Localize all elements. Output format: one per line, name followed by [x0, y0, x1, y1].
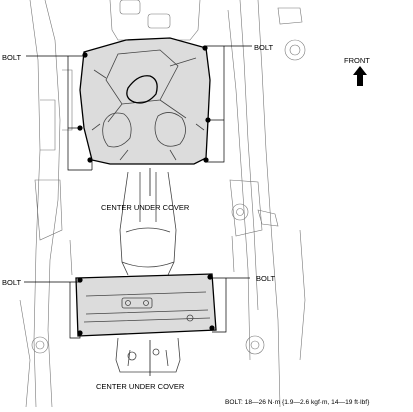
- bolt-marker: [203, 157, 209, 163]
- chassis-background: [19, 0, 306, 408]
- bolt-label-lower-left: BOLT: [2, 278, 21, 287]
- center-under-cover-label-upper: CENTER UNDER COVER: [101, 203, 190, 212]
- bolt-marker: [77, 277, 83, 283]
- rear-center-under-cover: [75, 273, 217, 337]
- front-label: FRONT: [344, 56, 370, 65]
- bolt-marker: [202, 45, 208, 51]
- bolt-label-upper-right: BOLT: [254, 43, 273, 52]
- arrow-up-icon: [353, 66, 367, 86]
- bolt-marker: [207, 274, 213, 280]
- bolt-marker: [82, 52, 88, 58]
- bolt-marker: [209, 325, 215, 331]
- bolt-marker: [87, 157, 93, 163]
- bolt-leaders-upper-right: [206, 45, 252, 163]
- bolt-label-lower-right: BOLT: [256, 274, 275, 283]
- center-under-cover-label-lower: CENTER UNDER COVER: [96, 382, 185, 391]
- bolt-marker: [205, 117, 211, 123]
- front-center-under-cover: [77, 37, 211, 165]
- bolt-leaders-lower-left: [24, 281, 81, 339]
- torque-spec: BOLT: 18—26 N·m {1.9—2.6 kgf·m, 14—19 ft…: [225, 399, 370, 406]
- exhaust-pipe: [115, 171, 181, 373]
- bolt-leaders-upper-left: [26, 55, 93, 171]
- bolt-label-upper-left: BOLT: [2, 53, 21, 62]
- bolt-leaders-lower-right: [211, 277, 250, 333]
- bolt-marker: [77, 330, 83, 336]
